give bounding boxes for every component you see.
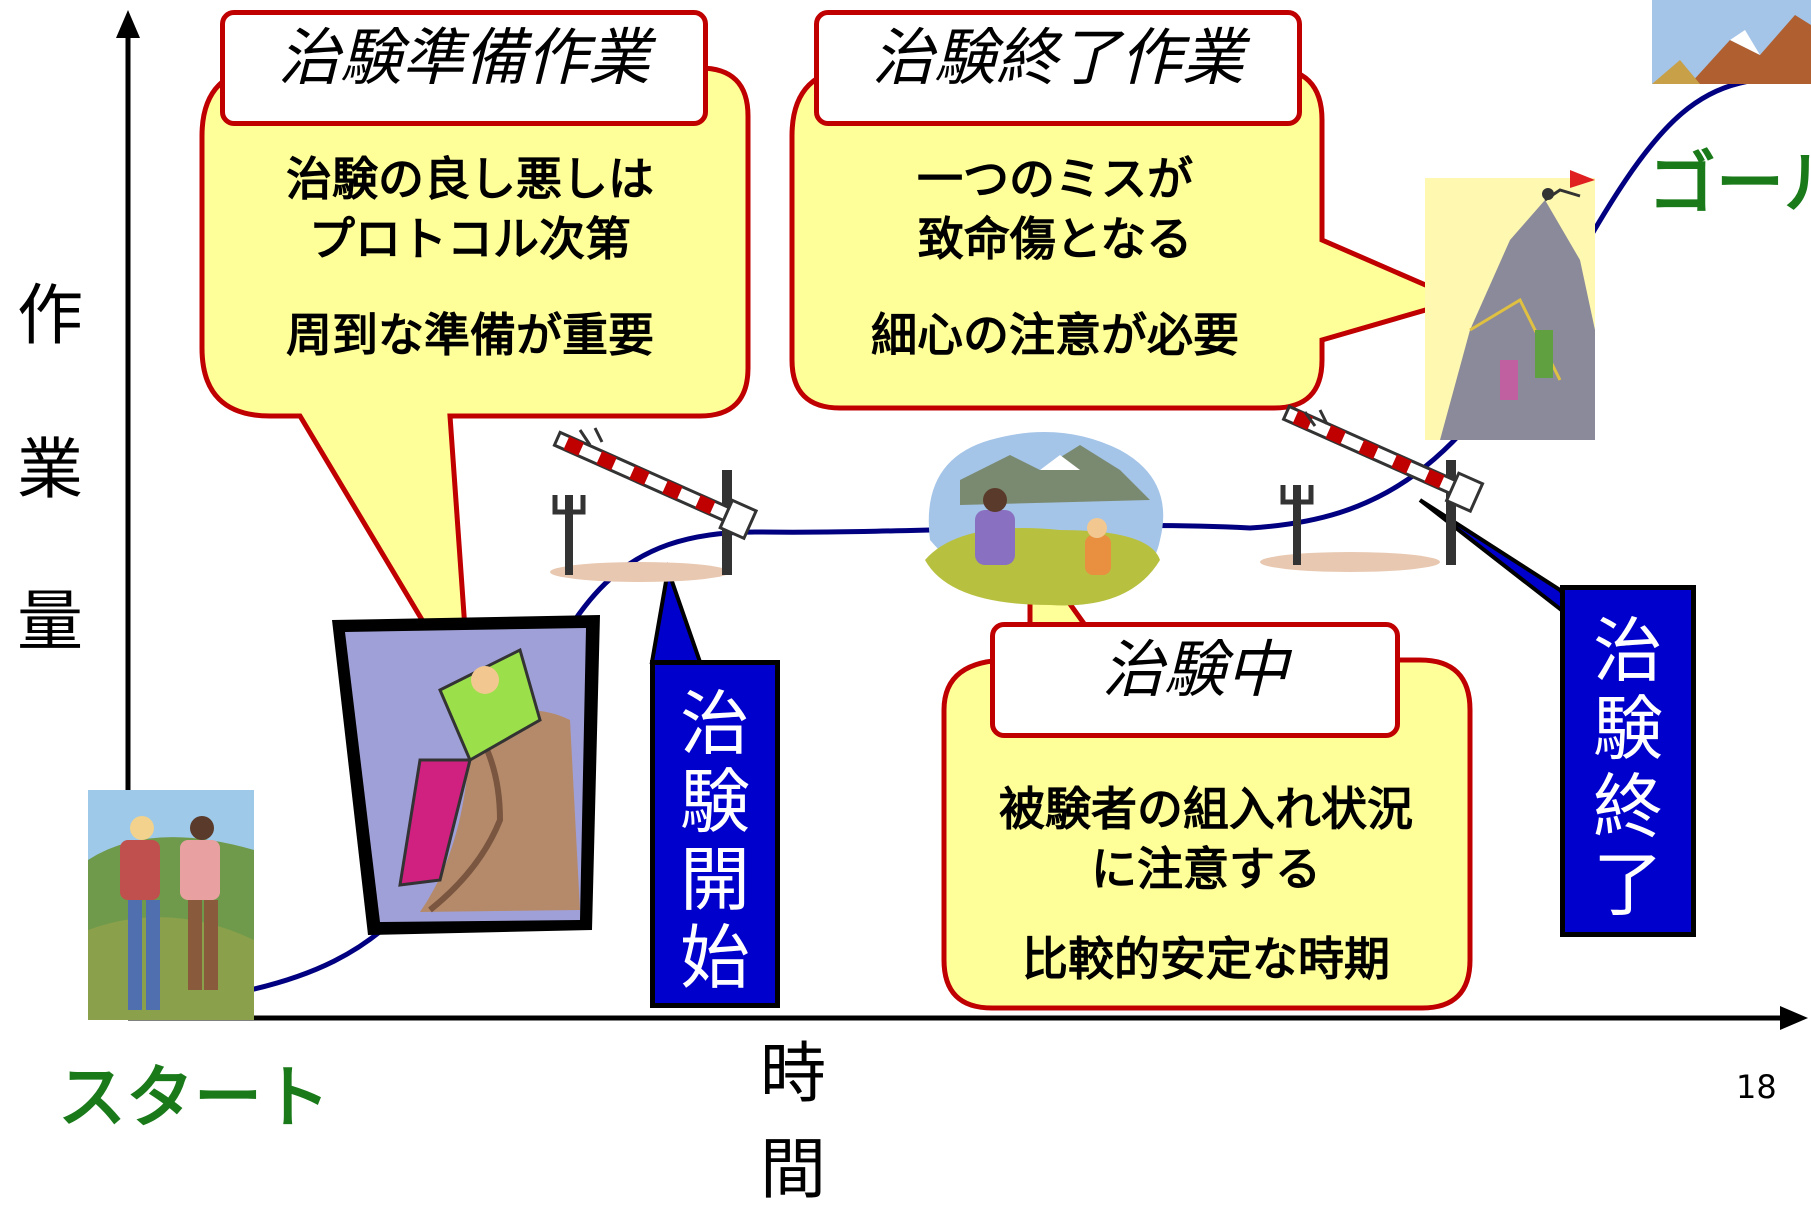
trial-end-char-4: 了: [1593, 844, 1663, 926]
callout-prep-body: [199, 65, 751, 702]
callout-end-line2: 致命傷となる: [917, 212, 1193, 266]
callout-end-line3: 細心の注意が必要: [871, 308, 1239, 362]
trial-start-char-3: 開: [680, 839, 750, 921]
callout-end-body: [789, 65, 1468, 411]
trial-start-char-1: 治: [680, 683, 750, 765]
page-number: 18: [1736, 1068, 1777, 1106]
callout-during-line3: 比較的安定な時期: [1022, 932, 1390, 986]
callout-end-line1: 一つのミスが: [917, 152, 1193, 206]
y-axis-label-char-1: 作: [17, 277, 83, 354]
y-axis-label-char-2: 業: [17, 431, 83, 508]
callout-during-line1: 被験者の組入れ状況: [999, 782, 1413, 836]
goal-label: ゴール: [1648, 145, 1811, 224]
summit-climbers-clipart: [1425, 170, 1595, 440]
trial-end-char-3: 終: [1593, 766, 1663, 848]
trial-start-pointer: [649, 562, 703, 664]
rock-climber-clipart: [332, 615, 600, 935]
x-axis-label: 時 間: [760, 1035, 972, 1208]
callout-during-line2: に注意する: [1091, 842, 1321, 896]
start-label: スタート: [58, 1059, 331, 1138]
y-axis-label-char-3: 量: [17, 583, 83, 660]
callout-prep-line1: 治験の良し悪しは: [286, 152, 654, 206]
gate-barrier-icon: [550, 427, 759, 582]
hikers-clipart: [88, 790, 254, 1020]
trial-start-marker: 治 験 開 始: [650, 660, 780, 1008]
callout-prep-line2: プロトコル次第: [309, 212, 631, 266]
callout-during-title: 治験中: [990, 622, 1400, 738]
callout-end-title: 治験終了作業: [814, 10, 1302, 126]
trial-start-char-4: 始: [680, 917, 750, 999]
trial-start-char-2: 験: [680, 761, 750, 843]
trial-end-char-1: 治: [1593, 610, 1663, 692]
callout-prep-line3: 周到な準備が重要: [286, 308, 654, 362]
mountain-peak-clipart: [1652, 0, 1811, 84]
resting-hikers-clipart: [925, 432, 1164, 606]
callout-prep-title: 治験準備作業: [220, 10, 708, 126]
gate-barrier-icon: [1260, 404, 1485, 572]
trial-end-char-2: 験: [1593, 688, 1663, 770]
trial-end-marker: 治 験 終 了: [1560, 585, 1696, 937]
